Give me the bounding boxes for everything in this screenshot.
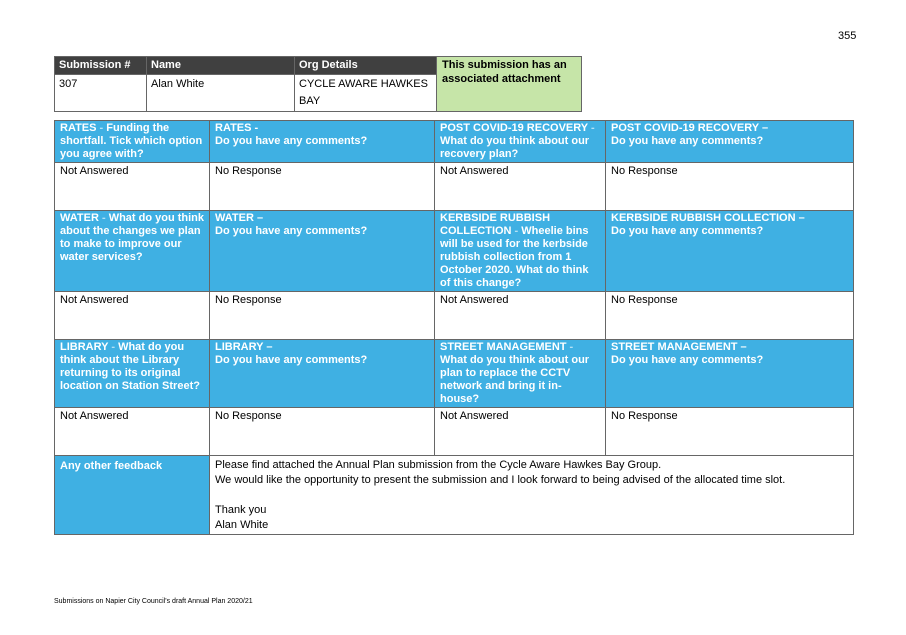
feedback-line: Alan White — [215, 519, 269, 531]
name-value: Alan White — [146, 74, 295, 112]
question-topic: STREET MANAGEMENT — [440, 341, 567, 353]
question-topic: POST COVID-19 RECOVERY — [440, 122, 588, 134]
answer-cell: Not Answered — [434, 291, 606, 340]
question-text: Funding the shortfall. Tick which option… — [60, 122, 203, 160]
question-text: Do you have any comments? — [215, 135, 368, 147]
question-topic: WATER – — [215, 212, 264, 224]
answer-cell: Not Answered — [54, 407, 210, 456]
question-separator: - — [566, 341, 574, 353]
question-separator: - — [98, 212, 109, 224]
question-text: Do you have any comments? — [611, 354, 764, 366]
question-topic: LIBRARY — [60, 341, 109, 353]
answer-cell: No Response — [209, 162, 435, 211]
answer-cell: Not Answered — [434, 407, 606, 456]
feedback-row: Any other feedback Please find attached … — [54, 455, 854, 535]
feedback-line — [215, 488, 848, 503]
feedback-line: Thank you — [215, 504, 267, 516]
answer-cell: No Response — [605, 162, 854, 211]
question-text: Do you have any comments? — [215, 354, 368, 366]
question-separator: - — [511, 225, 522, 237]
feedback-text: Please find attached the Annual Plan sub… — [209, 455, 854, 535]
attachment-note: This submission has an associated attach… — [436, 56, 582, 112]
question-topic: WATER — [60, 212, 99, 224]
feedback-line: Please find attached the Annual Plan sub… — [215, 459, 662, 471]
answer-cell: Not Answered — [434, 162, 606, 211]
question-cell: KERBSIDE RUBBISH COLLECTION - Wheelie bi… — [434, 210, 606, 292]
submission-number-header: Submission # — [54, 56, 147, 75]
answer-cell: Not Answered — [54, 291, 210, 340]
question-cell: RATES -Do you have any comments? — [209, 120, 435, 163]
question-cell: LIBRARY –Do you have any comments? — [209, 339, 435, 408]
question-text: Wheelie bins will be used for the kerbsi… — [440, 225, 589, 289]
question-topic: RATES — [60, 122, 97, 134]
question-topic: KERBSIDE RUBBISH COLLECTION – — [611, 212, 805, 224]
submission-table: Submission # Name Org Details This submi… — [54, 56, 582, 112]
question-cell: KERBSIDE RUBBISH COLLECTION –Do you have… — [605, 210, 854, 292]
question-cell: WATER - What do you think about the chan… — [54, 210, 210, 292]
submission-header-row: Submission # Name Org Details This submi… — [54, 56, 582, 112]
question-separator: - — [96, 122, 107, 134]
question-separator: - — [587, 122, 595, 134]
feedback-label: Any other feedback — [54, 455, 210, 535]
page-number: 355 — [838, 30, 857, 42]
name-header: Name — [146, 56, 295, 75]
question-row: RATES - Funding the shortfall. Tick whic… — [54, 120, 854, 163]
answer-cell: No Response — [209, 291, 435, 340]
question-cell: POST COVID-19 RECOVERY - What do you thi… — [434, 120, 606, 163]
question-topic: STREET MANAGEMENT – — [611, 341, 747, 353]
question-text: What do you think about the Library retu… — [60, 341, 200, 392]
page-footer: Submissions on Napier City Council's dra… — [54, 598, 253, 605]
question-cell: RATES - Funding the shortfall. Tick whic… — [54, 120, 210, 163]
question-topic: KERBSIDE RUBBISH COLLECTION — [440, 212, 551, 237]
question-cell: WATER –Do you have any comments? — [209, 210, 435, 292]
question-text: What do you think about our recovery pla… — [440, 135, 590, 160]
question-row: LIBRARY - What do you think about the Li… — [54, 339, 854, 408]
question-cell: LIBRARY - What do you think about the Li… — [54, 339, 210, 408]
question-topic: POST COVID-19 RECOVERY – — [611, 122, 769, 134]
feedback-line: We would like the opportunity to present… — [215, 474, 786, 486]
question-text: What do you think about the changes we p… — [60, 212, 205, 263]
question-topic: RATES - — [215, 122, 259, 134]
org-details-header: Org Details — [294, 56, 437, 75]
submission-number-value: 307 — [54, 74, 147, 112]
question-text: Do you have any comments? — [611, 135, 764, 147]
org-details-value: CYCLE AWARE HAWKES BAY — [294, 74, 437, 112]
question-cell: STREET MANAGEMENT –Do you have any comme… — [605, 339, 854, 408]
answer-row: Not Answered No Response Not Answered No… — [54, 407, 854, 456]
question-text: Do you have any comments? — [215, 225, 368, 237]
question-separator: - — [108, 341, 119, 353]
question-topic: LIBRARY – — [215, 341, 273, 353]
question-text: What do you think about our plan to repl… — [440, 354, 590, 405]
question-cell: POST COVID-19 RECOVERY –Do you have any … — [605, 120, 854, 163]
question-cell: STREET MANAGEMENT - What do you think ab… — [434, 339, 606, 408]
answer-cell: Not Answered — [54, 162, 210, 211]
question-row: WATER - What do you think about the chan… — [54, 210, 854, 292]
question-text: Do you have any comments? — [611, 225, 764, 237]
submission-value-row: 307 Alan White CYCLE AWARE HAWKES BAY — [54, 74, 582, 112]
answer-cell: No Response — [209, 407, 435, 456]
answer-cell: No Response — [605, 291, 854, 340]
answer-row: Not Answered No Response Not Answered No… — [54, 291, 854, 340]
submission-form-table: RATES - Funding the shortfall. Tick whic… — [54, 120, 854, 535]
answer-cell: No Response — [605, 407, 854, 456]
answer-row: Not Answered No Response Not Answered No… — [54, 162, 854, 211]
feedback-label-text: Any other feedback — [60, 460, 163, 472]
